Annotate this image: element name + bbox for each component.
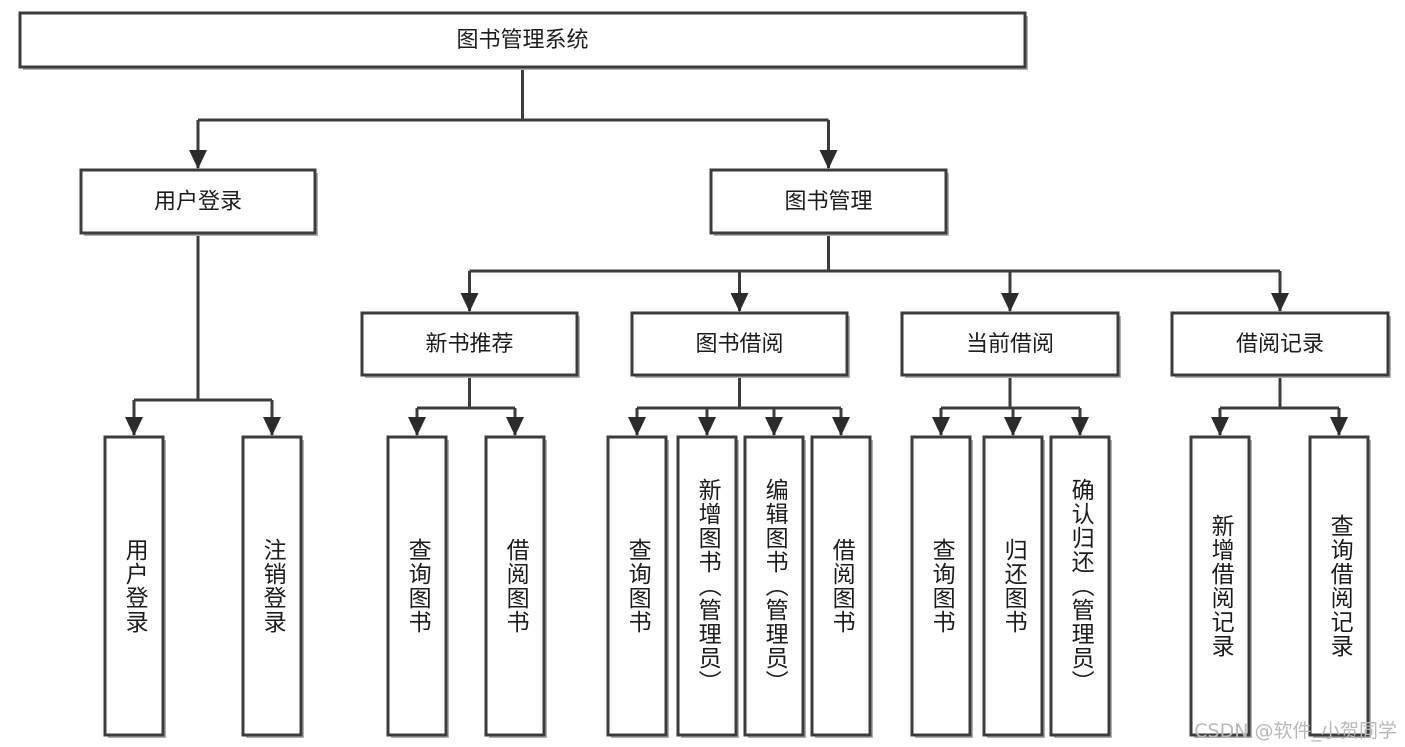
node-level2-label-0: 用户登录 — [154, 190, 242, 215]
node-level3-0[interactable] — [360, 311, 579, 377]
arrow-leaf-7 — [832, 417, 850, 436]
arrow-leaf-1 — [263, 417, 281, 436]
arrow-leaf-6 — [765, 417, 783, 436]
csdn-watermark: CSDN @软件_小贺同学 — [1194, 720, 1397, 742]
arrow-mgmt-to-child-1 — [730, 293, 749, 312]
arrow-leaf-4 — [628, 417, 646, 436]
arrow-leaf-9 — [1004, 417, 1022, 436]
node-leaf-9[interactable] — [982, 435, 1044, 737]
arrow-root-to-child-0 — [189, 150, 207, 169]
node-root-label: 图书管理系统 — [456, 28, 588, 53]
arrow-leaf-12 — [1330, 417, 1348, 436]
arrow-mgmt-to-child-3 — [1271, 293, 1289, 312]
arrow-leaf-10 — [1071, 417, 1089, 436]
node-leaf-4[interactable] — [606, 435, 668, 737]
node-level3-label-3: 借阅记录 — [1236, 332, 1324, 357]
arrow-root-to-child-1 — [819, 150, 838, 169]
node-level2-label-1: 图书管理 — [784, 190, 872, 215]
arrow-leaf-5 — [698, 417, 716, 436]
node-leaf-10[interactable] — [1049, 435, 1111, 737]
arrow-leaf-0 — [125, 417, 143, 436]
node-level2-0[interactable] — [79, 168, 317, 235]
node-level3-label-0: 新书推荐 — [425, 332, 513, 357]
node-leaf-1[interactable] — [241, 435, 303, 737]
node-leaf-8[interactable] — [910, 435, 972, 737]
node-level2-1[interactable] — [709, 168, 948, 235]
node-leaf-5[interactable] — [676, 435, 738, 737]
node-leaf-7[interactable] — [810, 435, 872, 737]
arrow-mgmt-to-child-2 — [1001, 293, 1019, 312]
node-root[interactable] — [18, 11, 1027, 69]
node-level3-2[interactable] — [900, 311, 1120, 377]
node-leaf-2[interactable] — [386, 435, 448, 737]
node-level3-1[interactable] — [630, 311, 849, 377]
arrow-mgmt-to-child-0 — [460, 293, 479, 312]
node-level3-label-1: 图书借阅 — [695, 332, 783, 357]
boxes-layer — [18, 11, 1391, 738]
arrow-leaf-8 — [932, 417, 950, 436]
arrow-leaf-2 — [408, 417, 426, 436]
node-level3-label-2: 当前借阅 — [966, 332, 1054, 357]
arrow-leaf-3 — [506, 417, 524, 436]
node-leaf-6[interactable] — [743, 435, 805, 737]
node-leaf-12[interactable] — [1308, 435, 1370, 737]
node-leaf-11[interactable] — [1189, 435, 1251, 737]
connectors-layer — [125, 67, 1348, 436]
node-leaf-0[interactable] — [103, 435, 165, 737]
arrow-leaf-11 — [1211, 417, 1229, 436]
node-level3-3[interactable] — [1170, 311, 1390, 377]
node-leaf-3[interactable] — [484, 435, 546, 737]
